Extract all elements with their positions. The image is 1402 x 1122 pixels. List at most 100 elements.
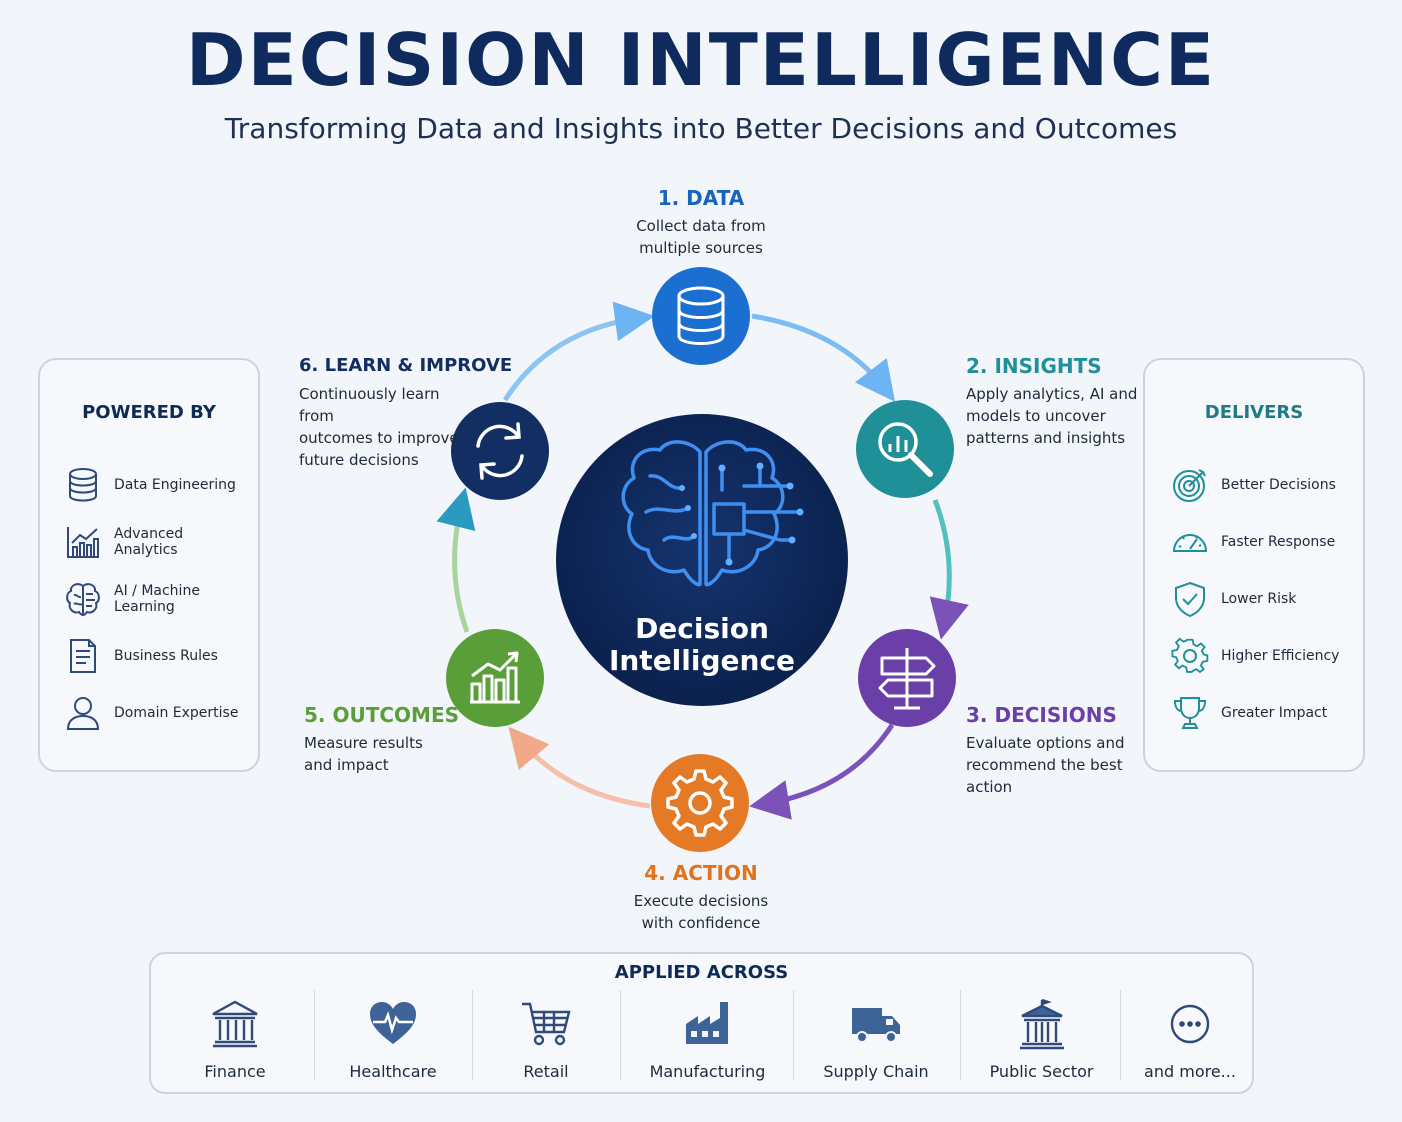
- industry-manufacturing: Manufacturing: [635, 990, 780, 1090]
- step-title-insights: 2. INSIGHTS: [966, 354, 1102, 378]
- step-title-data: 1. DATA: [657, 186, 745, 210]
- powered-by-item: Business Rules: [64, 627, 248, 684]
- target-icon: [1173, 468, 1206, 502]
- industry-more: and more...: [1131, 990, 1249, 1090]
- industry-healthcare: Healthcare: [329, 990, 457, 1090]
- step-desc-line: action: [966, 778, 1013, 796]
- signpost-icon: [878, 648, 936, 710]
- industry-label: Healthcare: [349, 1062, 437, 1081]
- step-title-action: 4. ACTION: [644, 861, 758, 885]
- step-desc-line: Continuously learn from: [299, 385, 440, 425]
- industry-label: Retail: [523, 1062, 569, 1081]
- person-icon: [66, 696, 100, 730]
- powered-by-panel: POWERED BY Data Engineering Advanced Ana…: [38, 358, 260, 772]
- industry-label: Finance: [204, 1062, 266, 1081]
- gear-icon: [666, 769, 734, 837]
- powered-by-label: AI / Machine Learning: [114, 582, 200, 615]
- delivers-item: Higher Efficiency: [1171, 627, 1353, 684]
- applied-across-title: APPLIED ACROSS: [614, 962, 789, 983]
- step-node-action: [651, 754, 749, 852]
- industry-supply-chain: Supply Chain: [806, 990, 946, 1090]
- industry-retail: Retail: [482, 990, 610, 1090]
- industry-public-sector: Public Sector: [974, 990, 1109, 1090]
- step-desc-line: outcomes to improve: [299, 429, 459, 447]
- step-desc-line: and impact: [304, 756, 389, 774]
- divider: [793, 990, 794, 1080]
- delivers-label: Higher Efficiency: [1221, 647, 1340, 664]
- powered-by-item: Data Engineering: [64, 456, 248, 513]
- gear-icon: [1171, 637, 1209, 673]
- divider: [472, 990, 473, 1080]
- step-desc-line: Evaluate options and: [966, 734, 1125, 752]
- delivers-item: Greater Impact: [1171, 684, 1353, 741]
- step-node-decisions: [858, 629, 956, 727]
- step-desc-decisions: Evaluate options and recommend the best …: [966, 732, 1141, 798]
- center-title-line1: Decision: [635, 612, 769, 645]
- step-desc-line: Apply analytics, AI and: [966, 385, 1138, 403]
- delivers-item: Faster Response: [1171, 513, 1353, 570]
- step-desc-action: Execute decisions with confidence: [581, 890, 821, 934]
- page-subtitle: Transforming Data and Insights into Bett…: [224, 112, 1178, 145]
- growth-chart-icon: [470, 651, 520, 704]
- delivers-item: Lower Risk: [1171, 570, 1353, 627]
- factory-icon: [685, 1002, 728, 1044]
- powered-by-item: Domain Expertise: [64, 684, 248, 741]
- applied-across-panel: APPLIED ACROSS Finance Healthcare Retail: [149, 952, 1254, 1094]
- brain-circuit-icon: [621, 440, 802, 587]
- arrow-insights-to-decisions: [929, 499, 969, 640]
- step-desc-line: multiple sources: [639, 239, 763, 257]
- powered-by-label: Advanced Analytics: [114, 525, 184, 558]
- divider: [314, 990, 315, 1080]
- step-desc-line: future decisions: [299, 451, 419, 469]
- step-node-insights: [856, 400, 954, 498]
- delivers-label: Lower Risk: [1221, 590, 1297, 607]
- step-desc-line: patterns and insights: [966, 429, 1126, 447]
- arrow-decisions-to-action: [749, 723, 895, 820]
- shield-check-icon: [1175, 581, 1205, 617]
- industry-label: and more...: [1144, 1062, 1236, 1081]
- trophy-icon: [1173, 696, 1207, 729]
- bank-icon: [212, 1000, 258, 1048]
- database-icon: [69, 467, 97, 501]
- step-node-data: [652, 267, 750, 365]
- step-node-learn: [451, 402, 549, 500]
- powered-by-label: Domain Expertise: [114, 704, 239, 721]
- industry-finance: Finance: [171, 990, 299, 1090]
- heart-pulse-icon: [370, 1002, 416, 1044]
- step-desc-insights: Apply analytics, AI and models to uncove…: [966, 383, 1141, 449]
- step-desc-line: Collect data from: [636, 217, 766, 235]
- step-desc-line: Execute decisions: [633, 892, 769, 910]
- delivers-label: Better Decisions: [1221, 476, 1336, 493]
- circuit-dots: [679, 462, 804, 566]
- brain-icon: [66, 582, 100, 616]
- divider: [620, 990, 621, 1080]
- delivers-title: DELIVERS: [1204, 402, 1304, 423]
- page-title: DECISION INTELLIGENCE: [185, 18, 1217, 102]
- government-building-icon: [1019, 998, 1064, 1050]
- delivers-label: Greater Impact: [1221, 704, 1328, 721]
- powered-by-item: AI / Machine Learning: [64, 570, 248, 627]
- industry-label: Manufacturing: [649, 1062, 766, 1081]
- truck-icon: [852, 1008, 900, 1043]
- speedometer-icon: [1172, 533, 1208, 552]
- step-desc-line: with confidence: [641, 914, 761, 932]
- step-title-decisions: 3. DECISIONS: [966, 703, 1117, 727]
- refresh-icon: [476, 422, 524, 480]
- powered-by-title: POWERED BY: [82, 402, 216, 423]
- arrow-data-to-insights: [751, 313, 896, 402]
- step-title-learn: 6. LEARN & IMPROVE: [299, 355, 513, 376]
- analytics-chart-icon: [67, 526, 99, 558]
- delivers-item: Better Decisions: [1171, 456, 1353, 513]
- more-icon: [1170, 1004, 1210, 1044]
- industry-label: Public Sector: [989, 1062, 1094, 1081]
- database-icon: [677, 286, 725, 345]
- step-node-outcomes: [446, 629, 544, 727]
- arrow-outcomes-to-learn: [436, 487, 476, 633]
- arrow-learn-to-data: [502, 301, 655, 402]
- step-desc-outcomes: Measure results and impact: [304, 732, 464, 776]
- step-desc-line: models to uncover: [966, 407, 1106, 425]
- powered-by-label: Data Engineering: [114, 476, 236, 493]
- magnifier-chart-icon: [878, 422, 933, 477]
- powered-by-item: Advanced Analytics: [64, 513, 248, 570]
